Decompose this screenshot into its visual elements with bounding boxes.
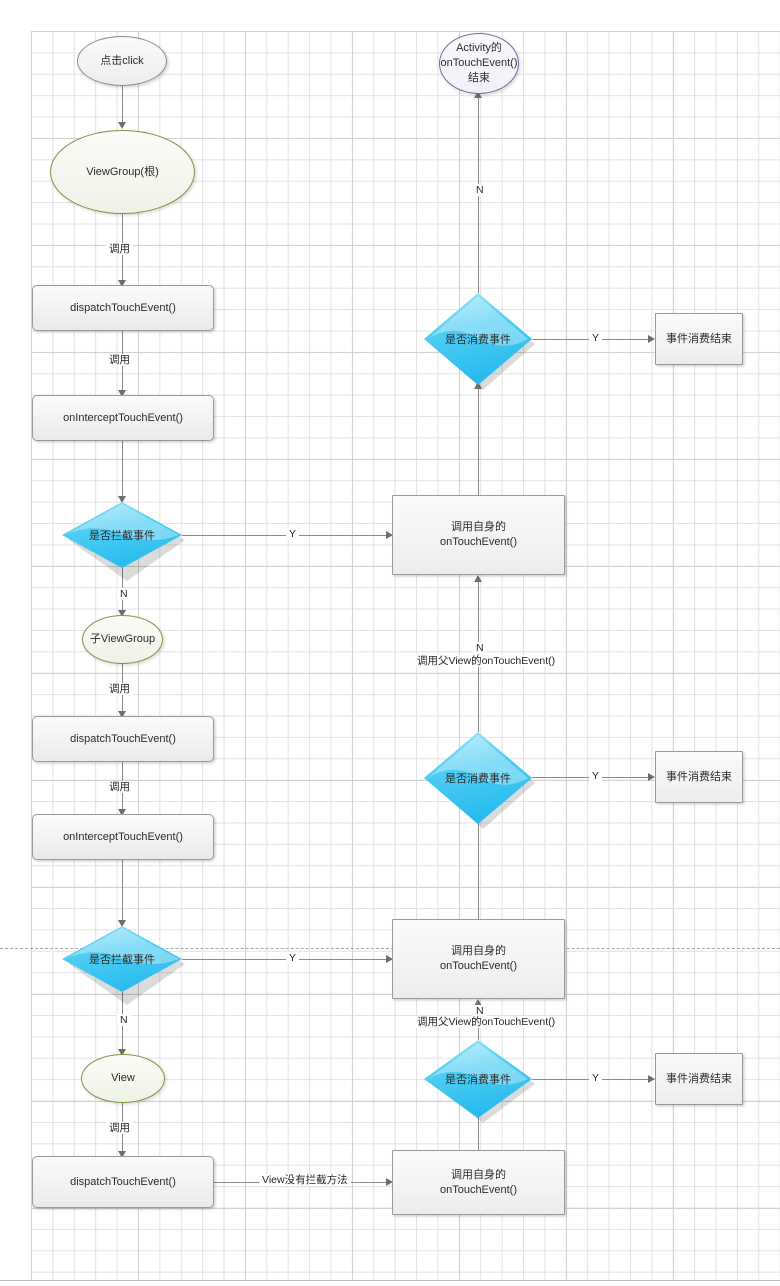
- node-on-intercept-touch-event-2-label: onInterceptTouchEvent(): [63, 830, 183, 843]
- node-decision-consume-2-label: 是否消费事件: [445, 773, 511, 785]
- arrowhead-dispatch2-to-onintercept2: [117, 809, 126, 816]
- node-dispatch-touch-event-1[interactable]: dispatchTouchEvent(): [32, 285, 214, 331]
- node-consume-end-3[interactable]: 事件消费结束: [655, 1053, 743, 1105]
- node-consume-end-2-label: 事件消费结束: [666, 770, 732, 783]
- node-child-viewgroup-label: 子ViewGroup: [89, 633, 156, 646]
- node-self-ontouchevent-1-label: 调用自身的 onTouchEvent(): [439, 521, 518, 548]
- node-activity-ontouchevent-end-label: Activity的 onTouchEvent() 结束: [440, 42, 518, 84]
- connector-selfontouch1-to-consume1: [478, 385, 479, 498]
- arrowhead-consume2-no: [473, 575, 482, 582]
- arrowhead-consume3-yes: [648, 1074, 655, 1083]
- node-on-intercept-touch-event-1[interactable]: onInterceptTouchEvent(): [32, 395, 214, 441]
- decision-intercept-1-shape: [62, 502, 185, 581]
- node-self-ontouchevent-1[interactable]: 调用自身的 onTouchEvent(): [392, 495, 565, 575]
- node-dispatch-touch-event-2-label: dispatchTouchEvent(): [70, 732, 176, 745]
- arrowhead-dispatch1-to-onintercept1: [117, 390, 126, 397]
- arrowhead-decision2-yes: [386, 954, 393, 963]
- node-dispatch-touch-event-3-label: dispatchTouchEvent(): [70, 1175, 176, 1188]
- node-decision-intercept-2-label: 是否拦截事件: [89, 954, 155, 966]
- page-break-line: [0, 948, 780, 949]
- node-dispatch-touch-event-2[interactable]: dispatchTouchEvent(): [32, 716, 214, 762]
- edge-label-call-5: 调用: [106, 1122, 133, 1135]
- arrowhead-consume2-yes: [648, 772, 655, 781]
- node-start-click-label: 点击click: [100, 54, 144, 67]
- decision-consume-2-shape: [424, 732, 535, 829]
- node-on-intercept-touch-event-2[interactable]: onInterceptTouchEvent(): [32, 814, 214, 860]
- node-child-viewgroup[interactable]: 子ViewGroup: [82, 615, 163, 664]
- arrowhead-decision2-no: [117, 1049, 126, 1056]
- node-decision-consume-2[interactable]: 是否消费事件: [424, 732, 535, 829]
- edge-label-parent-ontouch-2: 调用父View的onTouchEvent(): [414, 1016, 559, 1029]
- node-decision-intercept-1[interactable]: 是否拦截事件: [61, 502, 185, 581]
- edge-label-yes-consume-2: Y: [589, 770, 603, 783]
- connector-onintercept2-to-decision2: [122, 860, 123, 926]
- node-decision-intercept-1-label: 是否拦截事件: [89, 530, 155, 542]
- node-on-intercept-touch-event-1-label: onInterceptTouchEvent(): [63, 411, 183, 424]
- arrowhead-childviewgroup-to-dispatch2: [117, 711, 126, 718]
- node-view[interactable]: View: [81, 1054, 165, 1103]
- node-consume-end-3-label: 事件消费结束: [666, 1072, 732, 1085]
- arrowhead-decision1-no: [117, 610, 126, 617]
- decision-consume-3-shape: [424, 1040, 535, 1123]
- node-consume-end-1[interactable]: 事件消费结束: [655, 313, 743, 365]
- edge-label-call-1: 调用: [106, 243, 133, 256]
- node-view-label: View: [111, 1072, 135, 1085]
- arrowhead-onintercept1-to-decision1: [117, 496, 126, 503]
- node-decision-consume-3[interactable]: 是否消费事件: [424, 1040, 535, 1123]
- edge-label-yes-intercept-2: Y: [286, 952, 300, 965]
- edge-label-call-2: 调用: [106, 354, 133, 367]
- node-consume-end-1-label: 事件消费结束: [666, 332, 732, 345]
- node-self-ontouchevent-2-label: 调用自身的 onTouchEvent(): [439, 945, 518, 972]
- arrowhead-viewgroup-to-dispatch1: [117, 280, 126, 287]
- edge-label-parent-ontouch-1: 调用父View的onTouchEvent(): [414, 655, 559, 668]
- node-decision-intercept-2[interactable]: 是否拦截事件: [61, 926, 185, 1005]
- node-self-ontouchevent-3[interactable]: 调用自身的 onTouchEvent(): [392, 1150, 565, 1215]
- node-dispatch-touch-event-3[interactable]: dispatchTouchEvent(): [32, 1156, 214, 1208]
- edge-label-yes-consume-1: Y: [589, 332, 603, 345]
- node-activity-ontouchevent-end[interactable]: Activity的 onTouchEvent() 结束: [439, 33, 519, 94]
- node-start-click[interactable]: 点击click: [77, 36, 167, 86]
- node-decision-consume-3-label: 是否消费事件: [445, 1074, 511, 1086]
- node-decision-consume-1-label: 是否消费事件: [445, 334, 511, 346]
- node-dispatch-touch-event-1-label: dispatchTouchEvent(): [70, 301, 176, 314]
- arrowhead-click-to-viewgroup: [117, 122, 126, 129]
- edge-label-no-consume-1: N: [473, 184, 487, 197]
- node-self-ontouchevent-2[interactable]: 调用自身的 onTouchEvent(): [392, 919, 565, 999]
- edge-label-yes-intercept-1: Y: [286, 528, 300, 541]
- arrowhead-view-to-dispatch3: [117, 1151, 126, 1158]
- connector-selfontouch3-to-consume3: [478, 1110, 479, 1150]
- edge-label-call-3: 调用: [106, 683, 133, 696]
- arrowhead-consume3-no: [473, 999, 482, 1006]
- decision-consume-1-shape: [424, 293, 535, 390]
- node-viewgroup-root-label: ViewGroup(根): [86, 165, 159, 178]
- node-decision-consume-1[interactable]: 是否消费事件: [424, 293, 535, 390]
- edge-label-yes-consume-3: Y: [589, 1072, 603, 1085]
- arrowhead-onintercept2-to-decision2: [117, 920, 126, 927]
- connector-click-to-viewgroup: [122, 85, 123, 127]
- arrowhead-selfontouch1-to-consume1: [473, 382, 482, 389]
- canvas-bottom-rule: [0, 1280, 780, 1281]
- arrowhead-consume1-yes: [648, 334, 655, 343]
- node-consume-end-2[interactable]: 事件消费结束: [655, 751, 743, 803]
- edge-label-no-consume-2: N: [473, 642, 487, 655]
- edge-label-view-no-intercept: View没有拦截方法: [259, 1174, 351, 1187]
- connector-selfontouch2-to-consume2: [478, 810, 479, 923]
- edge-label-no-intercept-1: N: [117, 588, 131, 601]
- edge-label-call-4: 调用: [106, 781, 133, 794]
- node-self-ontouchevent-3-label: 调用自身的 onTouchEvent(): [439, 1168, 518, 1196]
- node-viewgroup-root[interactable]: ViewGroup(根): [50, 130, 195, 214]
- arrowhead-consume1-no: [473, 91, 482, 98]
- decision-intercept-2-shape: [62, 926, 185, 1005]
- arrowhead-decision1-yes: [386, 530, 393, 539]
- edge-label-no-intercept-2: N: [117, 1014, 131, 1027]
- arrowhead-dispatch3-to-selfontouch3: [386, 1177, 393, 1186]
- connector-onintercept1-to-decision1: [122, 441, 123, 502]
- edge-label-no-consume-3: N: [473, 1005, 487, 1018]
